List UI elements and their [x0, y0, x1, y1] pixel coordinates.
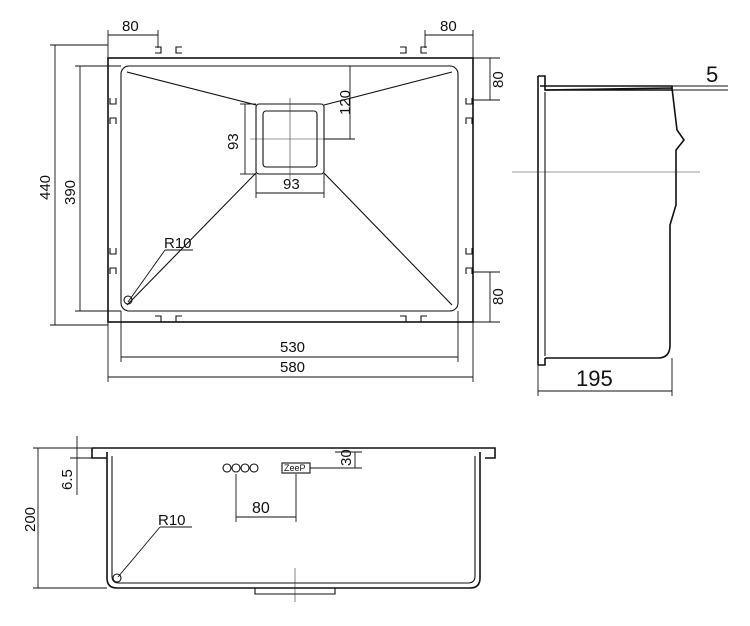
- dim-rim-height-6-5: 6.5: [59, 469, 76, 490]
- dim-front-corner-radius-r10: R10: [158, 512, 186, 529]
- svg-text:ZeeP: ZeeP: [284, 463, 306, 473]
- dim-corner-radius-r10: R10: [164, 235, 192, 252]
- top-view: 80 80 80 80 440 390 93 93: [37, 18, 507, 382]
- top-view-inner-bowl: [120, 65, 459, 312]
- slope-line-bl: [126, 172, 257, 306]
- front-view-body: [106, 452, 481, 589]
- dim-rim-thickness-5: 5: [706, 62, 718, 87]
- slope-line-br: [323, 172, 453, 306]
- dim-total-height-200: 200: [22, 507, 39, 532]
- side-view: 5 195: [512, 62, 728, 396]
- dim-right-bottom-80: 80: [490, 288, 507, 305]
- dim-hole-spacing-80: 80: [252, 500, 270, 517]
- dim-hole-height-30: 30: [338, 449, 355, 466]
- dim-drain-height-93: 93: [225, 133, 242, 150]
- front-view: ZeeP 30 80 6.5 200 R10: [22, 436, 496, 602]
- dim-inner-width-530: 530: [280, 339, 305, 356]
- slope-line-tr: [323, 71, 453, 106]
- dim-top-left-80: 80: [122, 18, 139, 35]
- dim-top-right-80: 80: [440, 18, 457, 35]
- overflow-holes: ZeeP: [222, 462, 311, 474]
- dim-inner-height-390: 390: [62, 180, 79, 205]
- dim-drain-offset-120: 120: [337, 90, 354, 115]
- dim-drain-width-93: 93: [283, 176, 300, 193]
- dim-depth-195: 195: [576, 366, 613, 391]
- dim-outer-height-440: 440: [37, 175, 54, 200]
- dim-right-top-80: 80: [490, 71, 507, 88]
- slope-line-tl: [126, 71, 257, 106]
- dim-outer-width-580: 580: [280, 359, 305, 376]
- side-view-body: [544, 87, 685, 359]
- clip-marks: [109, 46, 473, 323]
- top-view-outer-rim: [107, 57, 474, 323]
